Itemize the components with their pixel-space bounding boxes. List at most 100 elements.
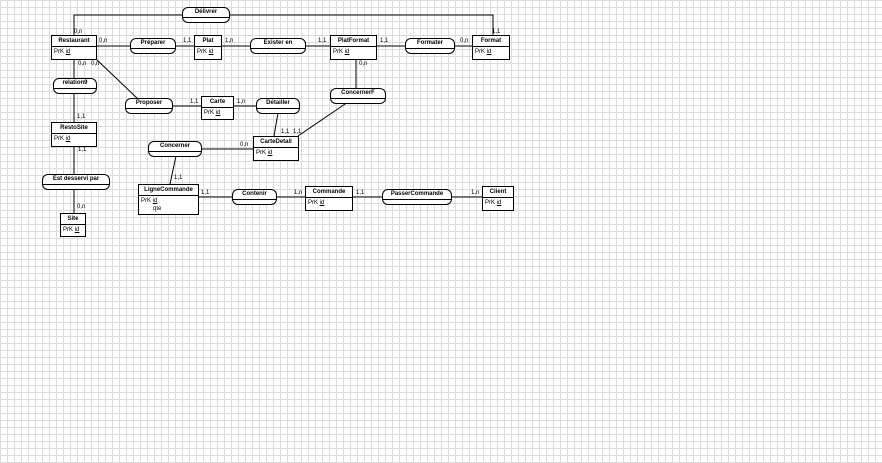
card-detailler-carte: 1,n (237, 99, 246, 105)
assoc-preparer-name: Préparer (131, 39, 175, 49)
assoc-detailler[interactable]: Détailler (256, 98, 300, 114)
entity-cartedetail[interactable]: CarteDetail PrK id (253, 136, 299, 161)
assoc-passercommande[interactable]: PasserCommande (382, 189, 452, 205)
card-relation9-restosite: 1,1 (77, 114, 86, 120)
entity-lignecommande-name: LigneCommande (139, 185, 198, 196)
assoc-est-desservi-par[interactable]: Est desservi par (42, 174, 110, 190)
entity-client[interactable]: Client PrK id (482, 186, 514, 211)
line-delivrer-format (230, 14, 494, 35)
pk-prefix: PrK (475, 49, 486, 55)
entity-carte-pk: PrK id (202, 108, 233, 117)
entity-site-name: Site (61, 214, 85, 225)
card-preparer-restaurant: 0,n (99, 38, 108, 44)
assoc-formater[interactable]: Formater (405, 38, 455, 54)
card-commande-contenir: 1,n (294, 190, 303, 196)
pk-prefix: PrK (308, 200, 319, 206)
entity-cartedetail-name: CarteDetail (254, 137, 298, 148)
pk-id: id (152, 198, 158, 204)
entity-commande-pk: PrK id (306, 198, 352, 207)
entity-restaurant[interactable]: Restaurant PrK id (51, 35, 97, 60)
card-lignecommande-concerner: 1,1 (174, 175, 183, 181)
card-client-passer: 1,n (471, 190, 480, 196)
pk-id: id (267, 150, 273, 156)
entity-carte-name: Carte (202, 97, 233, 108)
assoc-detailler-name: Détailler (257, 99, 299, 109)
entity-restosite[interactable]: RestoSite PrK id (51, 122, 97, 147)
card-exister-platformat: 1,1 (318, 38, 327, 44)
card-preparer-plat: 1,1 (183, 38, 192, 44)
card-cartedetail-detailler: 1,1 (281, 129, 290, 135)
pk-id: id (486, 49, 492, 55)
pk-prefix: PrK (54, 136, 65, 142)
pk-prefix: PrK (204, 110, 215, 116)
entity-cartedetail-pk: PrK id (254, 148, 298, 157)
assoc-delivrer-name: Délivrer (183, 8, 229, 18)
entity-restosite-name: RestoSite (52, 123, 96, 134)
line-restaurant-delivrer (73, 14, 182, 35)
entity-platformat[interactable]: PlatFormat PrK id (330, 35, 377, 60)
entity-commande[interactable]: Commande PrK id (305, 186, 353, 211)
pk-id: id (496, 200, 502, 206)
entity-plat[interactable]: Plat PrK id (194, 35, 222, 60)
assoc-delivrer[interactable]: Délivrer (182, 7, 230, 23)
pk-id: id (215, 110, 221, 116)
assoc-contenir-name: Contenir (233, 190, 276, 200)
entity-carte[interactable]: Carte PrK id (201, 96, 234, 120)
pk-id: id (74, 227, 80, 233)
assoc-formater-name: Formater (406, 39, 454, 49)
pk-prefix: PrK (141, 198, 152, 204)
entity-plat-pk: PrK id (195, 47, 221, 56)
assoc-concerner[interactable]: Concerner (148, 141, 202, 157)
entity-restosite-pk: PrK id (52, 134, 96, 143)
assoc-est-desservi-par-name: Est desservi par (43, 175, 109, 185)
pk-prefix: PrK (485, 200, 496, 206)
card-formater-format: 0,n (460, 38, 469, 44)
assoc-relation9-name: relation9 (54, 79, 96, 89)
entity-platformat-pk: PrK id (331, 47, 376, 56)
entity-client-name: Client (483, 187, 513, 198)
card-delivrer-restaurant: 0,n (74, 29, 83, 35)
assoc-preparer[interactable]: Préparer (130, 38, 176, 54)
entity-lignecommande[interactable]: LigneCommande PrK id qte (138, 184, 199, 215)
entity-restaurant-pk: PrK id (52, 47, 96, 56)
entity-format-pk: PrK id (473, 47, 509, 56)
assoc-relation9[interactable]: relation9 (53, 78, 97, 94)
entity-platformat-name: PlatFormat (331, 36, 376, 47)
pk-prefix: PrK (333, 49, 344, 55)
assoc-proposer[interactable]: Proposer (125, 98, 173, 114)
entity-plat-name: Plat (195, 36, 221, 47)
entity-restaurant-name: Restaurant (52, 36, 96, 47)
pk-prefix: PrK (54, 49, 65, 55)
entity-client-pk: PrK id (483, 198, 513, 207)
card-restosite-estdesservi: 1,1 (78, 147, 87, 153)
card-formater-platformat: 1,1 (380, 38, 389, 44)
entity-format[interactable]: Format PrK id (472, 35, 510, 60)
entity-site-pk: PrK id (61, 225, 85, 234)
card-relation9-restaurant: 0,n (78, 61, 87, 67)
line-concerner-lignecommande (169, 155, 177, 185)
card-proposer-restaurant: 0,n (91, 61, 100, 67)
assoc-passercommande-name: PasserCommande (383, 190, 451, 200)
assoc-exister-en[interactable]: Exister en (250, 38, 306, 54)
assoc-concernerf[interactable]: ConcernerF (330, 88, 386, 104)
card-commande-passer: 1,1 (356, 190, 365, 196)
line-detailler-cartedetail (273, 112, 279, 137)
assoc-concernerf-name: ConcernerF (331, 89, 385, 99)
pk-id: id (208, 49, 214, 55)
entity-commande-name: Commande (306, 187, 352, 198)
card-proposer-carte: 1,1 (190, 99, 199, 105)
pk-id: id (319, 200, 325, 206)
card-delivrer-format: 1,1 (492, 29, 501, 35)
pk-id: id (344, 49, 350, 55)
card-concerner-cartedetail: 0,n (240, 142, 249, 148)
assoc-contenir[interactable]: Contenir (232, 189, 277, 205)
entity-lignecommande-pk: PrK id (139, 196, 198, 205)
pk-id: id (65, 49, 71, 55)
pk-prefix: PrK (63, 227, 74, 233)
card-lignecommande-contenir: 1,1 (201, 190, 210, 196)
card-cartedetail-concernerf: 1,1 (293, 129, 302, 135)
pk-prefix: PrK (197, 49, 208, 55)
entity-site[interactable]: Site PrK id (60, 213, 86, 237)
card-platformat-concernerf: 0,n (359, 61, 368, 67)
